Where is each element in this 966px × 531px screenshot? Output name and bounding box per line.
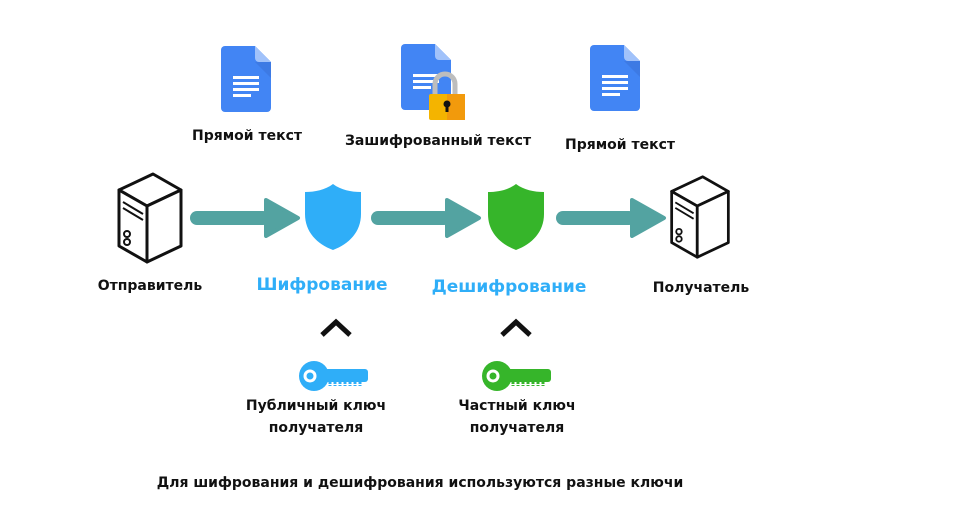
encryption-label-text: Шифрование bbox=[256, 275, 388, 295]
document-label-text: Прямой текст bbox=[192, 128, 302, 144]
encryption-shield-icon bbox=[305, 184, 361, 250]
document-label-text: Зашифрованный текст bbox=[344, 133, 532, 149]
private-key-icon bbox=[481, 360, 553, 392]
public-key-label-line2: получателя bbox=[268, 420, 364, 436]
public-key-icon bbox=[298, 360, 370, 392]
chevron-up-icon bbox=[499, 318, 533, 338]
decryption-shield-icon bbox=[487, 184, 545, 250]
private-key-label-line2: получателя bbox=[469, 420, 565, 436]
receiver-label-text: Получатель bbox=[652, 280, 750, 296]
private-key-label-line1: Частный ключ bbox=[458, 398, 576, 414]
document-icon bbox=[221, 46, 271, 112]
arrow-encryption-to-decryption bbox=[371, 198, 483, 238]
sender-label-text: Отправитель bbox=[97, 278, 203, 294]
document-label-text: Прямой текст bbox=[565, 137, 675, 153]
caption-text: Для шифрования и дешифрования используют… bbox=[156, 475, 684, 491]
sender-server-icon bbox=[115, 172, 185, 264]
chevron-up-icon bbox=[319, 318, 353, 338]
receiver-server-icon bbox=[668, 172, 732, 262]
arrow-sender-to-encryption bbox=[190, 198, 302, 238]
document-icon bbox=[590, 45, 640, 111]
document-lock-icon bbox=[401, 44, 477, 124]
public-key-label-line1: Публичный ключ bbox=[245, 398, 387, 414]
decryption-label-text: Дешифрование bbox=[431, 277, 587, 297]
arrow-decryption-to-receiver bbox=[556, 198, 668, 238]
